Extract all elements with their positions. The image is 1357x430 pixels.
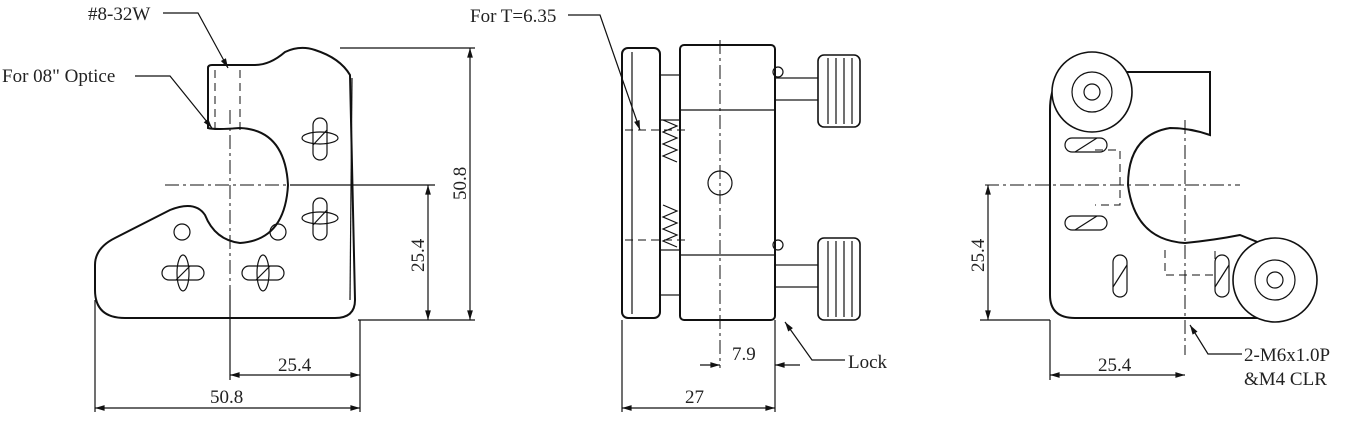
adjuster-screw xyxy=(1064,137,1108,153)
dim-width-center: 25.4 xyxy=(278,355,312,376)
dim-rear-height-center: 25.4 xyxy=(968,238,989,272)
front-hole xyxy=(173,223,191,241)
front-view: #8-32W For 08" Optice 50.8 25.4 25.4 50.… xyxy=(2,4,475,412)
callout-lock: Lock xyxy=(848,352,888,373)
dim-offset: 7.9 xyxy=(732,344,756,365)
dim-height-center: 25.4 xyxy=(408,238,429,272)
callout-thread: #8-32W xyxy=(88,4,150,25)
rear-view: 25.4 25.4 2-M6x1.0P &M4 CLR xyxy=(968,51,1330,390)
adjuster-screw xyxy=(241,254,285,292)
dim-width-total: 50.8 xyxy=(210,387,243,408)
front-plate-outline xyxy=(94,46,357,319)
adjuster-screw xyxy=(301,197,339,241)
callout-optic: For 08" Optice xyxy=(2,66,115,87)
adjuster-screw xyxy=(161,254,205,292)
side-hole xyxy=(707,170,733,196)
front-hole xyxy=(269,223,287,241)
dim-rear-width-center: 25.4 xyxy=(1098,355,1132,376)
knob-icon xyxy=(1232,237,1318,323)
adjuster-screw xyxy=(1112,254,1128,298)
knob-icon xyxy=(774,54,861,128)
dim-depth: 27 xyxy=(685,387,704,408)
knob-icon xyxy=(1051,51,1133,133)
knob-icon xyxy=(774,237,861,321)
side-view: For T=6.35 Lock 7.9 27 xyxy=(470,6,888,412)
adjuster-screw xyxy=(301,117,339,161)
side-plate xyxy=(621,47,661,319)
adjuster-screw xyxy=(1064,215,1108,231)
callout-mount-line1: 2-M6x1.0P xyxy=(1244,345,1330,366)
side-body xyxy=(679,44,776,321)
adjuster-screw xyxy=(1214,254,1230,298)
callout-thickness: For T=6.35 xyxy=(470,6,556,27)
dim-height-total: 50.8 xyxy=(450,167,471,200)
callout-mount-line2: &M4 CLR xyxy=(1244,369,1327,390)
